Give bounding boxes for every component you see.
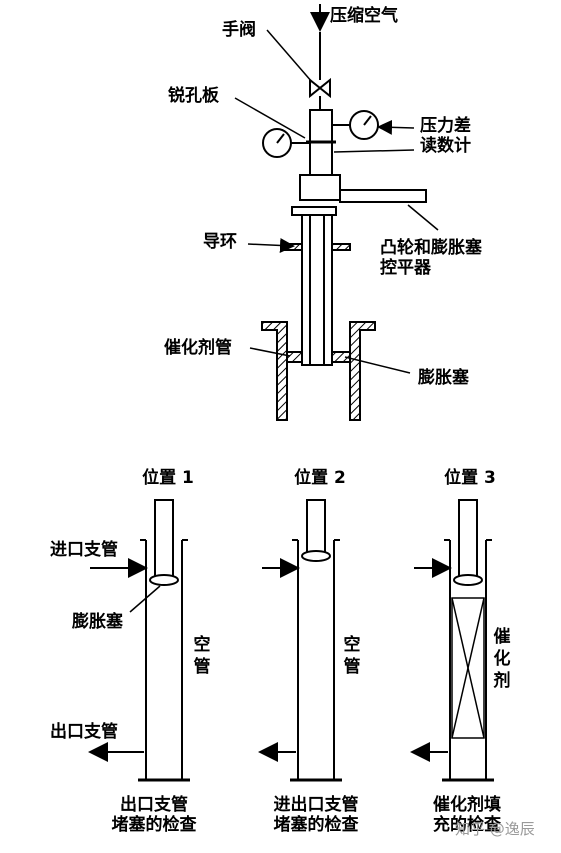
- apparatus-top: [234, 4, 439, 421]
- p2-probe: [306, 499, 326, 553]
- catalyst-tube-label: 催化剂管: [164, 338, 232, 358]
- position-2-title: 位置 2: [294, 468, 346, 488]
- catalyst-tube-left-wall: [261, 321, 288, 421]
- cam-controller-label: 凸轮和膨胀塞 控平器: [380, 238, 482, 278]
- hand-valve: [309, 77, 331, 99]
- pressure-diff-gauge-label: 压力差 读数计: [420, 116, 471, 156]
- position-3-caption: 催化剂填 充的检查: [433, 795, 501, 835]
- position-1-diagram: [88, 499, 190, 782]
- guide-ring-right: [331, 243, 351, 251]
- catalyst-tube-right-wall: [349, 321, 376, 421]
- p1-plug: [149, 574, 179, 586]
- position-1-caption: 出口支管 堵塞的检查: [111, 795, 197, 835]
- guide-ring-left: [283, 243, 303, 251]
- expansion-plug-right: [331, 351, 351, 363]
- p1-tube-state: 空管: [193, 635, 211, 677]
- p2-tube-state: 空管: [343, 635, 361, 677]
- orifice-plate-label: 锐孔板: [168, 86, 219, 106]
- position-3-title: 位置 3: [444, 468, 496, 488]
- p3-tube-state: 催化剂: [493, 627, 511, 691]
- p1-inlet-label: 进口支管: [50, 540, 118, 560]
- controller-arm: [339, 189, 427, 203]
- p2-plug: [301, 550, 331, 562]
- p3-plug: [453, 574, 483, 586]
- expansion-plug-left: [286, 351, 303, 363]
- guide-ring-label: 导环: [203, 232, 237, 252]
- position-3-diagram: [410, 499, 494, 782]
- flange: [291, 206, 337, 216]
- cam-block: [299, 174, 341, 201]
- p3-catalyst-bed: [451, 597, 485, 739]
- p3-probe: [458, 499, 478, 577]
- p1-outlet-label: 出口支管: [50, 722, 118, 742]
- position-2-diagram: [258, 499, 342, 782]
- probe-tube: [301, 214, 333, 366]
- hand-valve-label: 手阀: [222, 20, 256, 40]
- position-2-caption: 进出口支管 堵塞的检查: [273, 795, 359, 835]
- compressed-air-label: 压缩空气: [330, 6, 398, 26]
- position-1-title: 位置 1: [142, 468, 194, 488]
- watermark: 知乎 @逸辰: [455, 820, 535, 838]
- p1-probe: [154, 499, 174, 577]
- expansion-plug-label: 膨胀塞: [418, 368, 469, 388]
- p1-plug-label: 膨胀塞: [72, 612, 123, 632]
